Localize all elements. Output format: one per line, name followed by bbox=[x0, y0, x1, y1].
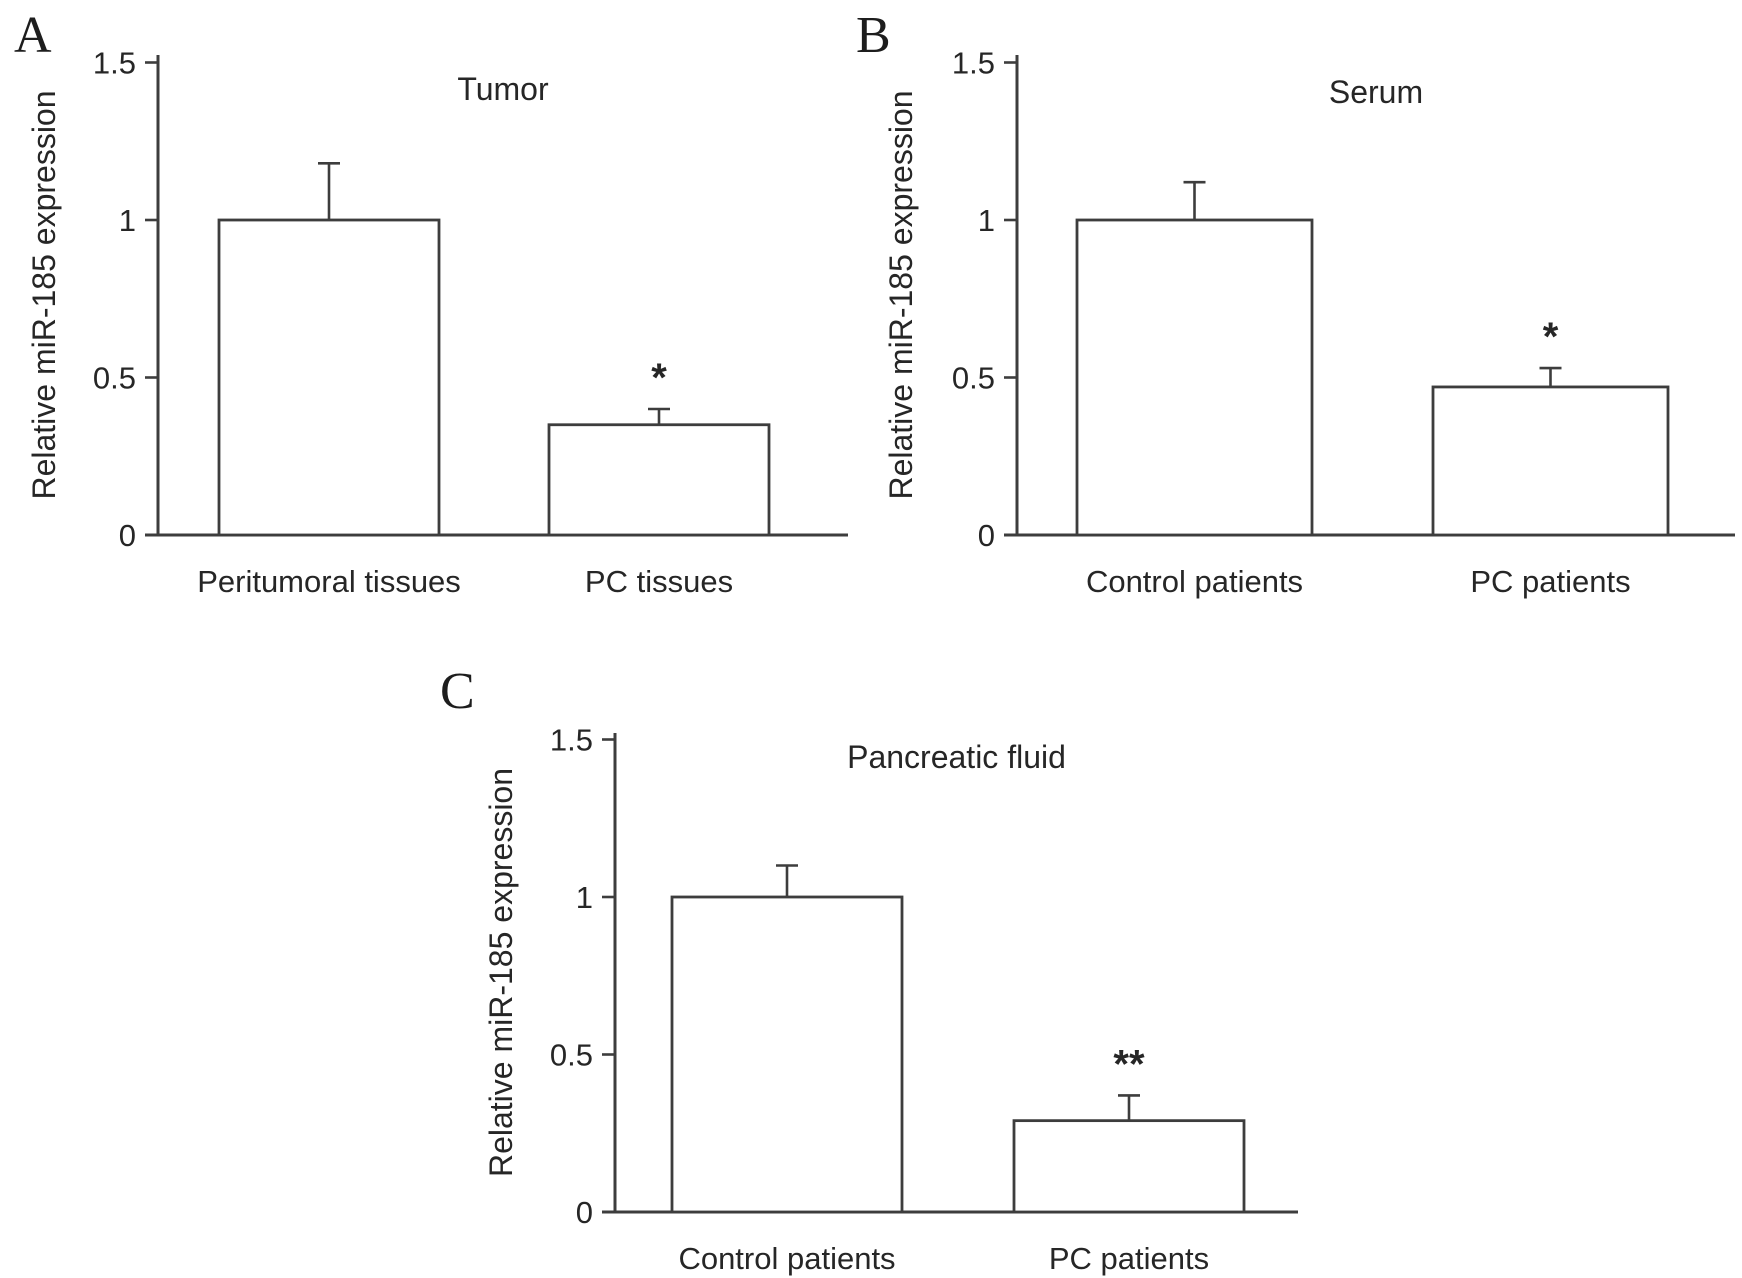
x-category-label: Peritumoral tissues bbox=[197, 564, 461, 599]
y-tick-label: 1.5 bbox=[952, 46, 995, 81]
x-category-label: PC patients bbox=[1049, 1241, 1209, 1276]
x-category-label: PC tissues bbox=[585, 564, 733, 599]
chart-title: Serum bbox=[1329, 74, 1423, 110]
significance-marker: * bbox=[1543, 315, 1559, 359]
y-axis-title: Relative miR-185 expression bbox=[26, 90, 62, 499]
bar bbox=[547, 423, 771, 537]
chart-title: Tumor bbox=[457, 71, 549, 107]
y-tick-label: 1 bbox=[119, 203, 136, 238]
x-category-label: Control patients bbox=[1086, 564, 1303, 599]
bar bbox=[1431, 385, 1670, 537]
significance-marker: ** bbox=[1113, 1042, 1145, 1086]
y-tick-label: 0.5 bbox=[93, 361, 136, 396]
bar bbox=[1012, 1119, 1246, 1214]
y-tick-label: 0 bbox=[576, 1195, 593, 1230]
bar bbox=[217, 218, 441, 537]
y-tick-label: 1 bbox=[978, 203, 995, 238]
panel-label-b: B bbox=[856, 7, 891, 64]
panel-label-c: C bbox=[440, 663, 475, 720]
bar bbox=[1075, 218, 1314, 537]
bar bbox=[670, 895, 904, 1214]
chart-title: Pancreatic fluid bbox=[847, 739, 1066, 775]
y-axis-title: Relative miR-185 expression bbox=[883, 90, 919, 499]
x-category-label: PC patients bbox=[1470, 564, 1630, 599]
x-category-label: Control patients bbox=[678, 1241, 895, 1276]
y-tick-label: 0 bbox=[119, 518, 136, 553]
y-tick-label: 1.5 bbox=[93, 46, 136, 81]
y-tick-label: 1.5 bbox=[550, 723, 593, 758]
y-tick-label: 0.5 bbox=[952, 361, 995, 396]
significance-marker: * bbox=[651, 356, 667, 400]
y-tick-label: 1 bbox=[576, 880, 593, 915]
y-tick-label: 0 bbox=[978, 518, 995, 553]
panel-label-a: A bbox=[14, 7, 52, 64]
y-tick-label: 0.5 bbox=[550, 1038, 593, 1073]
y-axis-title: Relative miR-185 expression bbox=[483, 768, 519, 1177]
